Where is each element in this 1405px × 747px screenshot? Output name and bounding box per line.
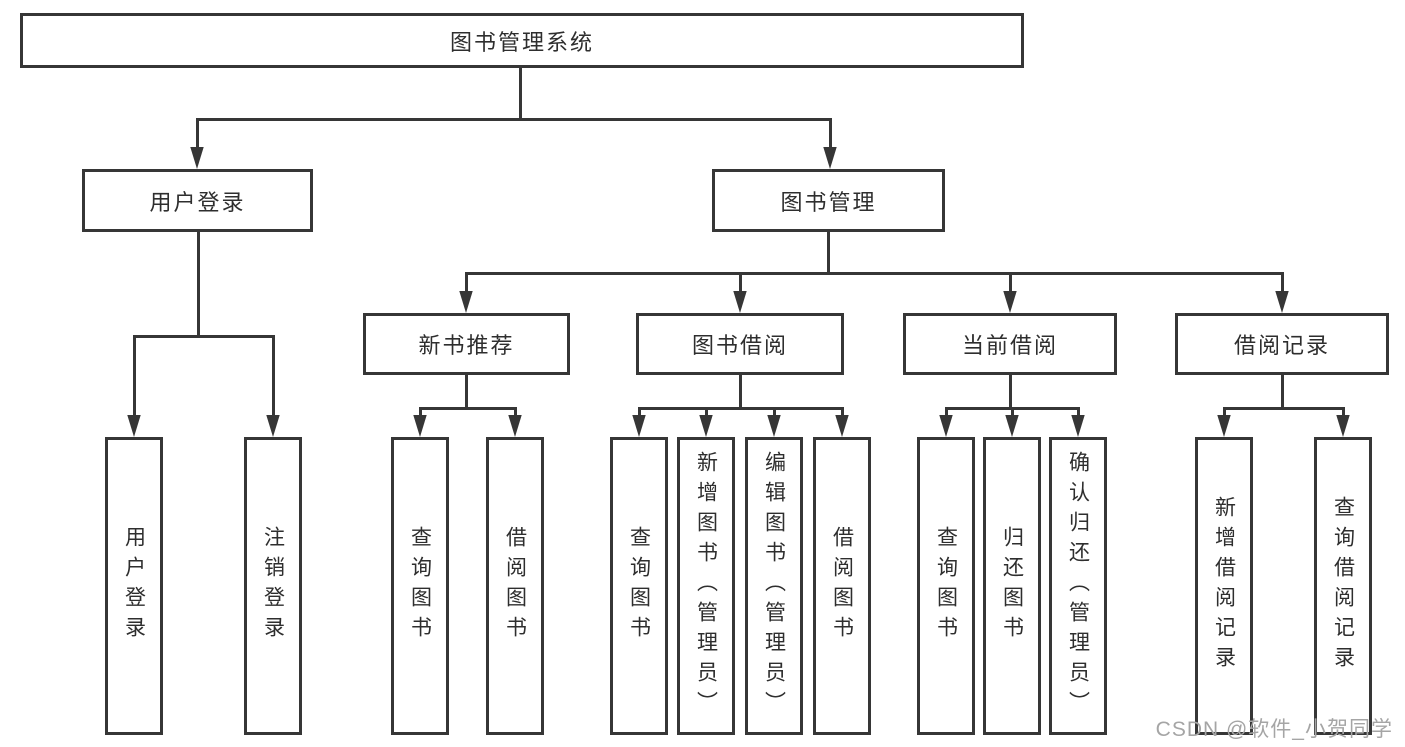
leaf-add-borrow-record: 新增借阅记录 [1195, 437, 1253, 735]
leaf-add-books-admin: 新增图书（管理员） [677, 437, 735, 735]
node-label: 注销登录 [261, 526, 285, 646]
arrow-down-icon [190, 147, 204, 169]
arrow-down-icon [508, 415, 522, 437]
node-label: 图书借阅 [691, 333, 788, 358]
leaf-return-books: 归还图书 [983, 437, 1041, 735]
node-label: 当前借阅 [961, 333, 1058, 358]
connector-line [519, 68, 522, 121]
node-library-system-root: 图书管理系统 [20, 13, 1024, 68]
leaf-query-books-2: 查询图书 [610, 437, 668, 735]
connector-line [638, 407, 844, 410]
node-book-borrowing: 图书借阅 [636, 313, 844, 375]
connector-line [1223, 407, 1345, 410]
arrow-down-icon [1336, 415, 1350, 437]
arrow-down-icon [127, 415, 141, 437]
arrow-down-icon [823, 147, 837, 169]
node-label: 查询图书 [934, 526, 958, 646]
node-label: 用户登录 [122, 526, 146, 646]
connector-line [133, 335, 275, 338]
connector-line [739, 375, 742, 410]
node-label: 新增图书（管理员） [694, 451, 718, 721]
connector-line [465, 272, 468, 299]
leaf-borrow-books-1: 借阅图书 [486, 437, 544, 735]
node-current-borrowing: 当前借阅 [903, 313, 1117, 375]
arrow-down-icon [1005, 415, 1019, 437]
arrow-down-icon [733, 291, 747, 313]
node-label: 查询图书 [627, 526, 651, 646]
arrow-down-icon [1003, 291, 1017, 313]
connector-line [829, 118, 832, 155]
arrow-down-icon [413, 415, 427, 437]
leaf-user-login: 用户登录 [105, 437, 163, 735]
arrow-down-icon [1071, 415, 1085, 437]
leaf-confirm-return-admin: 确认归还（管理员） [1049, 437, 1107, 735]
connector-line [827, 232, 830, 275]
arrow-down-icon [266, 415, 280, 437]
node-label: 图书管理 [780, 189, 877, 215]
connector-line [945, 407, 1080, 410]
leaf-logout: 注销登录 [244, 437, 302, 735]
node-label: 图书管理系统 [449, 29, 594, 55]
node-label: 新增借阅记录 [1212, 496, 1236, 676]
connector-line [1281, 272, 1284, 299]
connector-line [196, 118, 832, 121]
node-label: 借阅记录 [1233, 333, 1330, 358]
connector-line [197, 232, 200, 338]
node-user-login: 用户登录 [82, 169, 313, 232]
arrow-down-icon [699, 415, 713, 437]
node-book-management: 图书管理 [712, 169, 945, 232]
arrow-down-icon [767, 415, 781, 437]
arrow-down-icon [632, 415, 646, 437]
node-label: 借阅图书 [830, 526, 854, 646]
csdn-watermark: CSDN @软件_小贺同学 [1155, 718, 1393, 741]
node-label: 查询图书 [408, 526, 432, 646]
connector-line [465, 272, 1284, 275]
connector-line [133, 335, 136, 423]
leaf-query-books-1: 查询图书 [391, 437, 449, 735]
node-borrowing-records: 借阅记录 [1175, 313, 1389, 375]
arrow-down-icon [939, 415, 953, 437]
connector-line [1009, 375, 1012, 410]
node-label: 编辑图书（管理员） [762, 451, 786, 721]
connector-line [465, 375, 468, 410]
node-label: 借阅图书 [503, 526, 527, 646]
connector-line [419, 407, 517, 410]
node-label: 归还图书 [1000, 526, 1024, 646]
connector-line [196, 118, 199, 155]
node-new-book-recommend: 新书推荐 [363, 313, 570, 375]
arrow-down-icon [1217, 415, 1231, 437]
connector-line [1009, 272, 1012, 299]
leaf-query-borrow-record: 查询借阅记录 [1314, 437, 1372, 735]
arrow-down-icon [459, 291, 473, 313]
leaf-borrow-books-2: 借阅图书 [813, 437, 871, 735]
arrow-down-icon [1275, 291, 1289, 313]
node-label: 用户登录 [149, 189, 246, 215]
node-label: 查询借阅记录 [1331, 496, 1355, 676]
leaf-edit-books-admin: 编辑图书（管理员） [745, 437, 803, 735]
connector-line [739, 272, 742, 299]
node-label: 新书推荐 [418, 333, 515, 358]
leaf-query-books-3: 查询图书 [917, 437, 975, 735]
node-label: 确认归还（管理员） [1066, 451, 1090, 721]
connector-line [1281, 375, 1284, 410]
arrow-down-icon [835, 415, 849, 437]
connector-line [272, 335, 275, 423]
